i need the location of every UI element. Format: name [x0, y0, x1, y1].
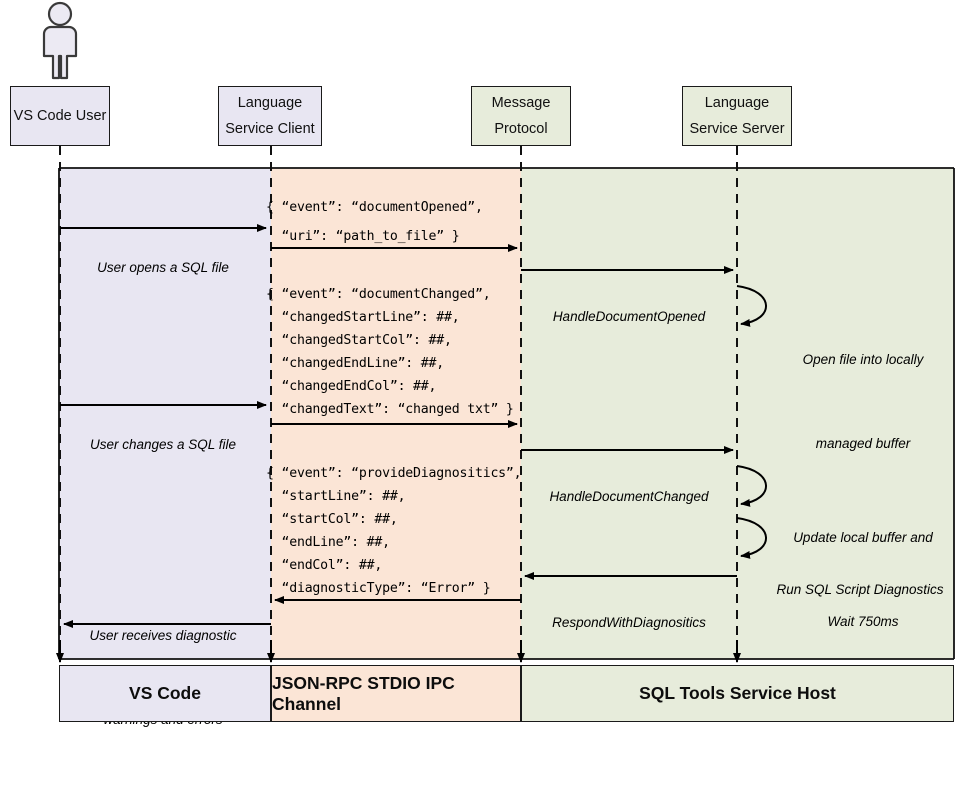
- label-update-buffer-and-wait: Update local buffer and Wait 750ms: [768, 468, 958, 692]
- label-line: User changes a SQL file: [89, 437, 237, 452]
- label-line: HandleDocumentChanged: [549, 489, 709, 504]
- label-handle-document-opened: HandleDocumentOpened: [523, 247, 735, 387]
- label-handle-document-changed: HandleDocumentChanged: [523, 427, 735, 567]
- json-line: “changedEndLine”: ##,: [266, 356, 445, 371]
- footer-sql-tools[interactable]: SQL Tools Service Host: [521, 665, 954, 722]
- selfloop-run-sql-diagnostics: [736, 517, 767, 559]
- footer-vs-code[interactable]: VS Code: [59, 665, 271, 722]
- footer-label: SQL Tools Service Host: [639, 683, 836, 703]
- json-line: { “event”: “provideDiagnositics”,: [266, 466, 522, 481]
- json-line: “endLine”: ##,: [266, 535, 390, 550]
- json-line: “endCol”: ##,: [266, 558, 383, 573]
- participant-message-protocol[interactable]: Message Protocol: [471, 86, 571, 146]
- label-line: User receives diagnostic: [89, 628, 237, 643]
- participant-label-line1: Message: [491, 95, 551, 111]
- participant-label-line2: Protocol: [494, 121, 548, 137]
- participant-language-service-client[interactable]: Language Service Client: [218, 86, 322, 146]
- label-line: User opens a SQL file: [97, 260, 229, 275]
- label-open-file-into-buffer: Open file into locally managed buffer: [768, 290, 958, 514]
- band-outlines: [58, 167, 955, 660]
- participant-label-line1: Language: [704, 95, 770, 111]
- json-line: “changedEndCol”: ##,: [266, 379, 437, 394]
- footer-label: JSON-RPC STDIO IPC Channel: [272, 672, 455, 714]
- label-respond-with-diagnostics: RespondWithDiagnositics: [523, 553, 735, 693]
- footer-json-rpc[interactable]: JSON-RPC STDIO IPC Channel: [271, 665, 521, 722]
- label-line: RespondWithDiagnositics: [552, 615, 706, 630]
- participant-label-line1: Language: [237, 95, 303, 111]
- json-line: “changedText”: “changed txt” }: [266, 402, 514, 417]
- band-jsonrpc: [271, 168, 521, 659]
- label-user-opens-sql-file: User opens a SQL file: [60, 198, 266, 338]
- label-line: HandleDocumentOpened: [552, 309, 706, 324]
- participant-label-line2: Service Server: [689, 121, 785, 137]
- sequence-diagram: VS Code User Language Service Client Mes…: [10, 1, 958, 727]
- label-line: managed buffer: [815, 436, 911, 451]
- participant-label-line2: Service Client: [225, 121, 315, 137]
- participant-language-service-server[interactable]: Language Service Server: [682, 86, 792, 146]
- json-line: { “event”: “documentOpened”,: [266, 200, 483, 215]
- label-line: Wait 750ms: [827, 614, 899, 629]
- json-line: { “event”: “documentChanged”,: [266, 287, 491, 302]
- json-line: “changedStartCol”: ##,: [266, 333, 452, 348]
- participant-vscode-user[interactable]: VS Code User: [10, 86, 110, 146]
- json-line: “startLine”: ##,: [266, 489, 406, 504]
- selfloop-update-buffer-and-wait: [736, 465, 767, 507]
- lifeline-terminators: [56, 640, 741, 663]
- json-line: “uri”: “path_to_file” }: [266, 229, 460, 244]
- json-line: “changedStartLine”: ##,: [266, 310, 460, 325]
- actor-figure-layer: [42, 1, 78, 80]
- lifelines-and-arrows: [56, 146, 955, 663]
- footer-label: VS Code: [129, 683, 201, 703]
- selfloop-open-file-into-buffer: [736, 285, 767, 327]
- label-line: Run SQL Script Diagnostics: [776, 582, 944, 597]
- participant-label-line1: VS Code User: [13, 108, 107, 124]
- label-line: Update local buffer and: [793, 530, 933, 545]
- json-line: “diagnosticType”: “Error” }: [266, 581, 491, 596]
- person-icon: [42, 1, 78, 80]
- band-vscode: [59, 168, 271, 659]
- label-user-changes-sql-file: User changes a SQL file: [60, 375, 266, 515]
- label-line: Open file into locally: [802, 352, 924, 367]
- json-line: “startCol”: ##,: [266, 512, 398, 527]
